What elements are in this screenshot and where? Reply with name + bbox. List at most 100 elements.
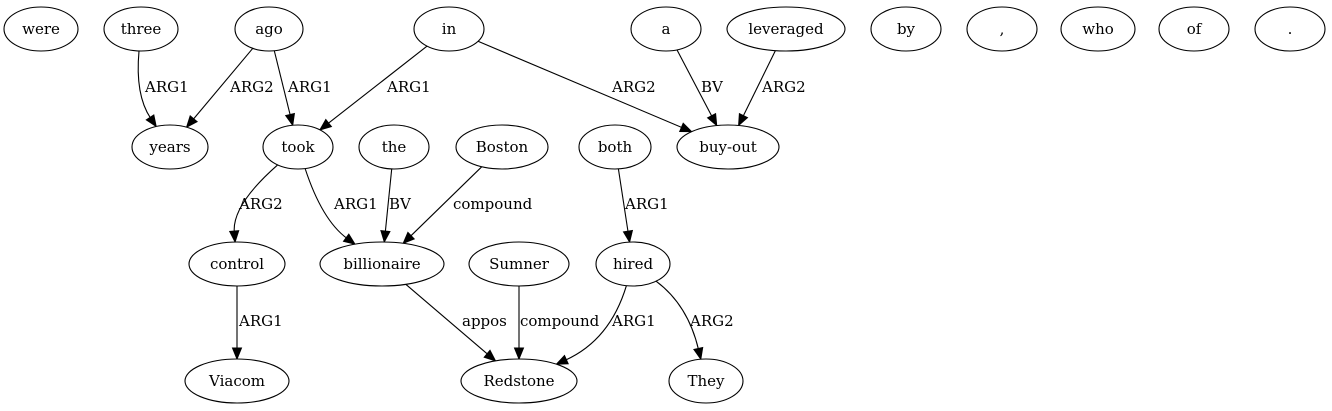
node-sumner: Sumner — [468, 241, 570, 287]
arrowhead — [402, 231, 416, 245]
node-label: hired — [613, 255, 654, 273]
edge-line — [565, 285, 627, 361]
edge-label: ARG2 — [611, 78, 656, 96]
node-label: took — [281, 138, 315, 156]
node-three: three — [103, 6, 179, 52]
node-ellipse — [358, 124, 430, 170]
node-label: were — [22, 20, 60, 38]
edge-line — [655, 280, 700, 350]
node-a: a — [630, 6, 702, 52]
node-label: They — [687, 372, 725, 390]
node-viacom: Viacom — [184, 358, 290, 404]
node-label: leveraged — [748, 20, 824, 38]
edge-label: ARG2 — [229, 78, 274, 96]
node-label: a — [662, 20, 671, 38]
edge-label: ARG1 — [624, 195, 669, 213]
edge-ago-years: ARG2 — [185, 47, 274, 129]
arrowhead — [342, 233, 357, 245]
node-comma: , — [966, 6, 1038, 52]
edge-took-billionaire: ARG1 — [304, 168, 378, 245]
edge-label: appos — [462, 312, 507, 330]
node-ellipse — [726, 6, 846, 52]
node-label: , — [1000, 20, 1005, 38]
node-in: in — [413, 6, 485, 52]
edge-line — [233, 164, 278, 233]
edge-three-years: ARG1 — [137, 50, 189, 128]
node-ellipse — [131, 124, 209, 170]
edge-label: ARG2 — [689, 312, 734, 330]
arrowhead — [185, 115, 198, 129]
arrowhead — [513, 347, 525, 361]
node-took: took — [262, 124, 334, 170]
node-ellipse — [870, 6, 942, 52]
node-label: of — [1187, 20, 1203, 38]
node-ellipse — [188, 241, 286, 287]
edge-line — [742, 50, 776, 117]
node-label: Redstone — [483, 372, 554, 390]
arrowhead — [380, 230, 391, 244]
node-period: . — [1254, 6, 1326, 52]
edge-hired-redstone: ARG1 — [555, 285, 656, 365]
node-ellipse — [413, 6, 485, 52]
edge-label: ARG2 — [238, 195, 283, 213]
node-label: in — [442, 20, 457, 38]
node-of: of — [1158, 6, 1230, 52]
node-ellipse — [1060, 6, 1136, 52]
node-control: control — [188, 241, 286, 287]
node-label: by — [897, 20, 916, 38]
edge-line — [304, 168, 348, 239]
node-ellipse — [1158, 6, 1230, 52]
edge-both-hired: ARG1 — [617, 168, 669, 244]
node-they: They — [668, 358, 744, 404]
node-label: years — [148, 138, 190, 156]
node-were: were — [3, 6, 79, 52]
arrowhead — [284, 112, 296, 127]
node-ellipse — [103, 6, 179, 52]
edge-line — [137, 50, 152, 119]
node-who: who — [1060, 6, 1136, 52]
node-leveraged: leveraged — [726, 6, 846, 52]
edge-sumner-redstone: compound — [513, 286, 600, 361]
node-ellipse — [234, 6, 304, 52]
node-label: Sumner — [489, 255, 550, 273]
nodes-layer: were three ago in a leveraged by, who of. years to… — [3, 6, 1326, 404]
node-label: ago — [255, 20, 283, 38]
node-ellipse — [262, 124, 334, 170]
edge-label: BV — [701, 78, 724, 96]
node-label: billionaire — [343, 255, 420, 273]
node-label: Viacom — [208, 372, 265, 390]
edge-label: ARG2 — [761, 78, 806, 96]
edge-label: BV — [389, 195, 412, 213]
node-the: the — [358, 124, 430, 170]
edge-label: compound — [453, 195, 533, 213]
node-label: the — [382, 138, 407, 156]
arrowhead — [738, 112, 749, 127]
node-label: . — [1288, 20, 1293, 38]
node-ellipse — [468, 241, 570, 287]
node-ellipse — [3, 6, 79, 52]
node-ellipse — [319, 241, 445, 287]
arrowhead — [228, 230, 240, 244]
edge-in-buyout: ARG2 — [477, 40, 693, 133]
edge-boston-billionaire: compound — [402, 166, 533, 245]
node-boston: Boston — [455, 124, 549, 170]
node-label: who — [1082, 20, 1114, 38]
node-ellipse — [630, 6, 702, 52]
node-ellipse — [966, 6, 1038, 52]
edge-billionaire-redstone: appos — [405, 283, 507, 362]
node-redstone: Redstone — [460, 358, 578, 404]
arrowhead — [693, 346, 704, 361]
arrowhead — [318, 118, 333, 131]
node-ellipse — [184, 358, 290, 404]
arrowhead — [231, 347, 243, 361]
node-years: years — [131, 124, 209, 170]
node-ago: ago — [234, 6, 304, 52]
edge-the-billionaire: BV — [380, 168, 412, 244]
edge-hired-they: ARG2 — [655, 280, 734, 361]
node-hired: hired — [595, 241, 671, 287]
node-buyout: buy-out — [676, 124, 780, 170]
arrowhead — [483, 349, 497, 362]
edge-control-viacom: ARG1 — [231, 286, 283, 361]
edge-label: ARG1 — [238, 312, 283, 330]
